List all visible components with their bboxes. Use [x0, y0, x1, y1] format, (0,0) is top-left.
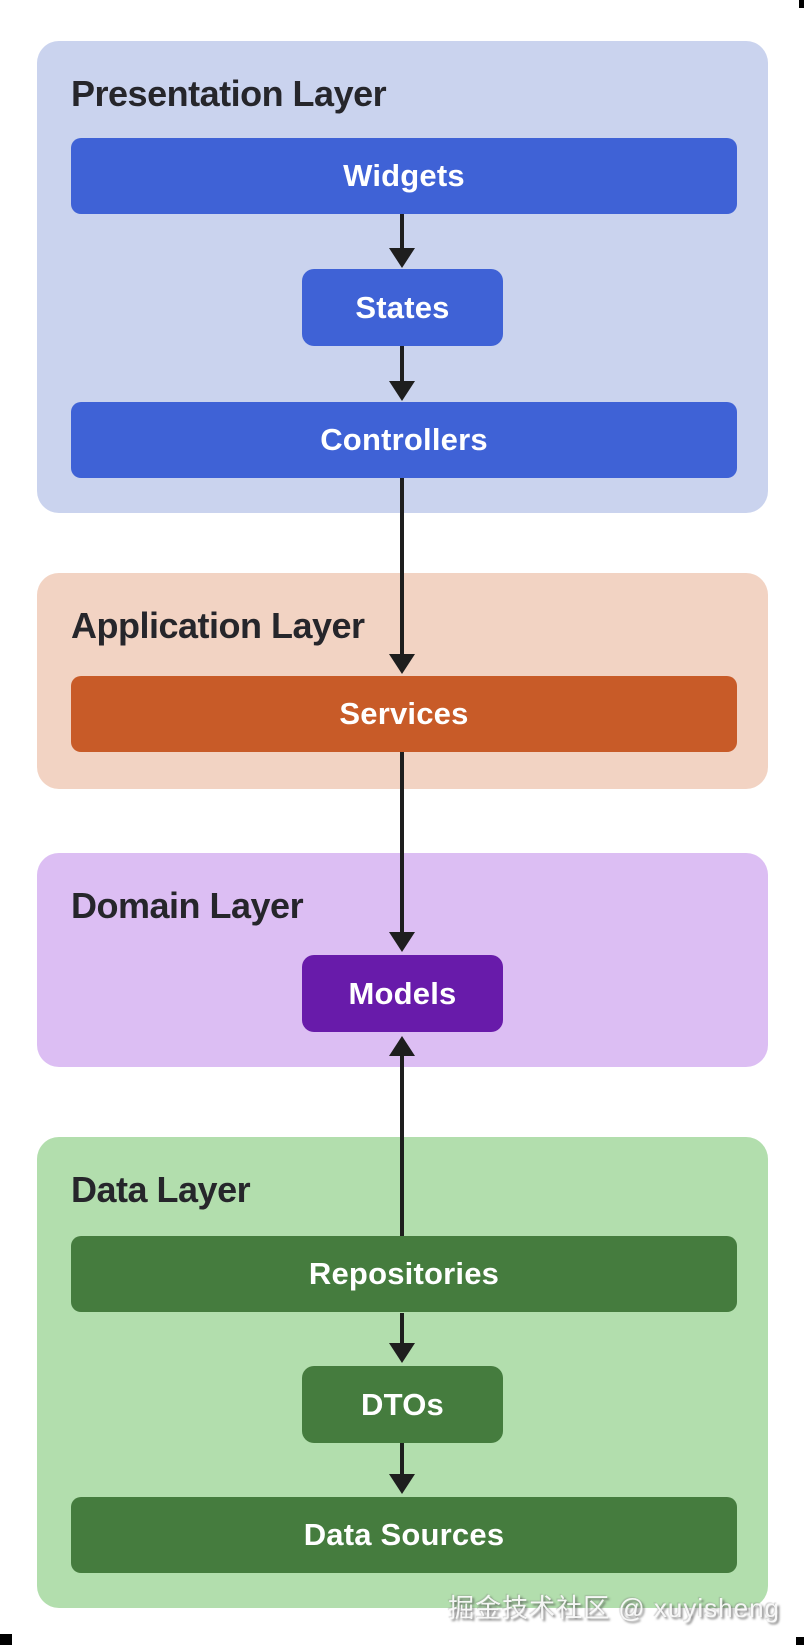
arrow-states-to-controllers-icon	[389, 346, 415, 401]
layer-application-title: Application Layer	[71, 605, 365, 646]
layer-data-title: Data Layer	[71, 1169, 251, 1210]
node-dtos: DTOs	[302, 1366, 503, 1443]
node-data-sources: Data Sources	[71, 1497, 737, 1573]
arrow-controllers-to-services-icon	[389, 478, 415, 674]
node-repositories: Repositories	[71, 1236, 737, 1312]
corner-artifact-bottom-right	[796, 1637, 804, 1645]
arrow-repositories-to-models-icon	[389, 1036, 415, 1236]
arrow-widgets-to-states-icon	[389, 214, 415, 268]
layer-data: Data Layer Repositories DTOs Data Source…	[37, 1137, 768, 1608]
node-models: Models	[302, 955, 503, 1032]
node-controllers: Controllers	[71, 402, 737, 478]
layer-presentation: Presentation Layer Widgets States Contro…	[37, 41, 768, 513]
layer-presentation-title: Presentation Layer	[71, 73, 387, 114]
arrow-services-to-models-icon	[389, 752, 415, 952]
layer-domain-title: Domain Layer	[71, 885, 304, 926]
corner-artifact-top-right	[799, 0, 804, 8]
node-widgets: Widgets	[71, 138, 737, 214]
watermark: 掘金技术社区 @ xuyisheng	[448, 1593, 780, 1623]
corner-artifact-bottom-left	[0, 1634, 12, 1645]
arrow-dtos-to-data-sources-icon	[389, 1443, 415, 1494]
node-services: Services	[71, 676, 737, 752]
node-states: States	[302, 269, 503, 346]
arrow-repositories-to-dtos-icon	[389, 1313, 415, 1363]
